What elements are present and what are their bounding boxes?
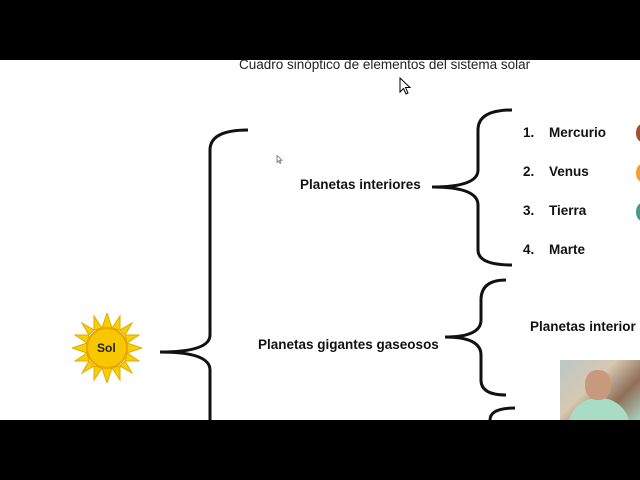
planet-tierra: Tierra: [549, 203, 587, 218]
list-number: 3.: [523, 203, 535, 218]
list-number: 2.: [523, 164, 535, 179]
group-label-interiores: Planetas interiores: [300, 177, 421, 192]
page-title: Cuadro sinóptico de elementos del sistem…: [239, 60, 531, 72]
webcam-overlay: [560, 360, 640, 420]
interiores-bracket: [431, 108, 513, 267]
venus-image-icon: [636, 164, 640, 182]
sun-icon: [70, 311, 144, 385]
mouse-cursor-icon: [399, 77, 412, 95]
brackets: [159, 108, 516, 420]
presenter-shirt: [568, 398, 630, 420]
mercurio-image-icon: [636, 124, 640, 142]
subgroup-label: Planetas interior: [530, 319, 636, 334]
list-number: 1.: [523, 125, 535, 140]
planet-venus: Venus: [549, 164, 589, 179]
small-cursor-icon: [276, 155, 283, 165]
presenter-face: [585, 370, 611, 400]
gaseosos-bracket: [444, 278, 507, 397]
planet-mercurio: Mercurio: [549, 125, 607, 140]
group-label-gaseosos: Planetas gigantes gaseosos: [258, 337, 439, 352]
planet-marte: Marte: [549, 242, 586, 257]
list-number: 4.: [523, 242, 535, 257]
sun-label: Sol: [97, 341, 116, 355]
next-bracket: [488, 406, 516, 420]
tierra-image-icon: [636, 203, 640, 221]
main-bracket: [159, 128, 249, 420]
document-page: Cuadro sinóptico de elementos del sistem…: [0, 60, 640, 420]
